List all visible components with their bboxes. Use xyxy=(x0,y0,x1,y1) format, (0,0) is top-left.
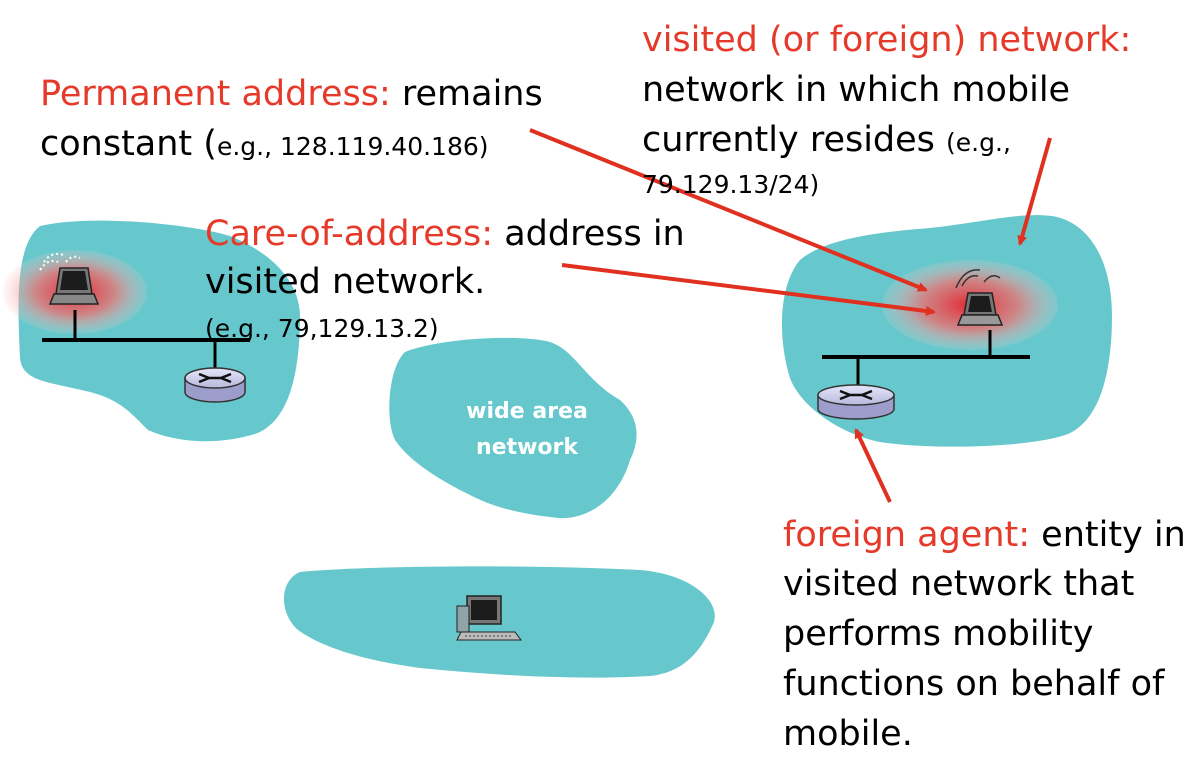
wan-label-line2: network xyxy=(475,435,579,460)
foreign-agent-line1: foreign agent: entity in xyxy=(783,511,1186,560)
router-icon xyxy=(817,384,895,420)
visited-network-example-prefix: (e.g., xyxy=(946,128,1011,157)
visited-network-resides: currently resides xyxy=(642,120,947,160)
visited-network-arrow xyxy=(1017,137,1052,246)
foreign-agent-line3: performs mobility xyxy=(783,614,1094,654)
permanent-address-example: e.g., 128.119.40.186) xyxy=(216,132,489,161)
foreign-agent-line5: mobile. xyxy=(783,714,913,754)
visited-network-example: 79.129.13/24) xyxy=(642,170,820,199)
care-of-address-line1: Care-of-address: address in xyxy=(205,210,685,259)
care-of-address-arrow xyxy=(561,263,936,316)
permanent-address-line1: Permanent address: remains xyxy=(40,70,543,119)
foreign-agent-label: foreign agent: xyxy=(783,515,1031,555)
laptop-icon xyxy=(48,267,100,305)
permanent-address-label: Permanent address: xyxy=(40,74,391,114)
router-icon xyxy=(184,367,246,403)
visited-network-label: visited (or foreign) network: xyxy=(642,20,1132,60)
permanent-address-constant: constant ( xyxy=(40,124,217,164)
wireless-signal-icon xyxy=(39,253,81,271)
foreign-agent-line2: visited network that xyxy=(783,564,1135,604)
foreign-agent-line4: functions on behalf of xyxy=(783,664,1165,704)
permanent-address-arrow xyxy=(529,128,928,292)
wan-label-line1: wide area xyxy=(466,399,588,424)
foreign-agent-text: entity in xyxy=(1030,515,1186,555)
care-of-address-text: address in xyxy=(493,214,685,254)
laptop-icon xyxy=(956,292,1004,326)
permanent-address-line2: constant (e.g., 128.119.40.186) xyxy=(40,120,489,171)
wireless-signal-icon xyxy=(955,269,1001,289)
wan-blob xyxy=(389,337,637,519)
visited-network-line2: currently resides (e.g., xyxy=(642,116,1011,167)
care-of-address-example: (e.g., 79,129.13.2) xyxy=(205,314,439,343)
care-of-address-line2: visited network. xyxy=(205,262,486,302)
permanent-address-text: remains xyxy=(390,74,543,114)
visited-network-line1: network in which mobile xyxy=(642,70,1071,110)
desktop-computer-icon xyxy=(456,595,522,641)
care-of-address-label: Care-of-address: xyxy=(205,214,494,254)
foreign-agent-arrow xyxy=(854,428,892,503)
